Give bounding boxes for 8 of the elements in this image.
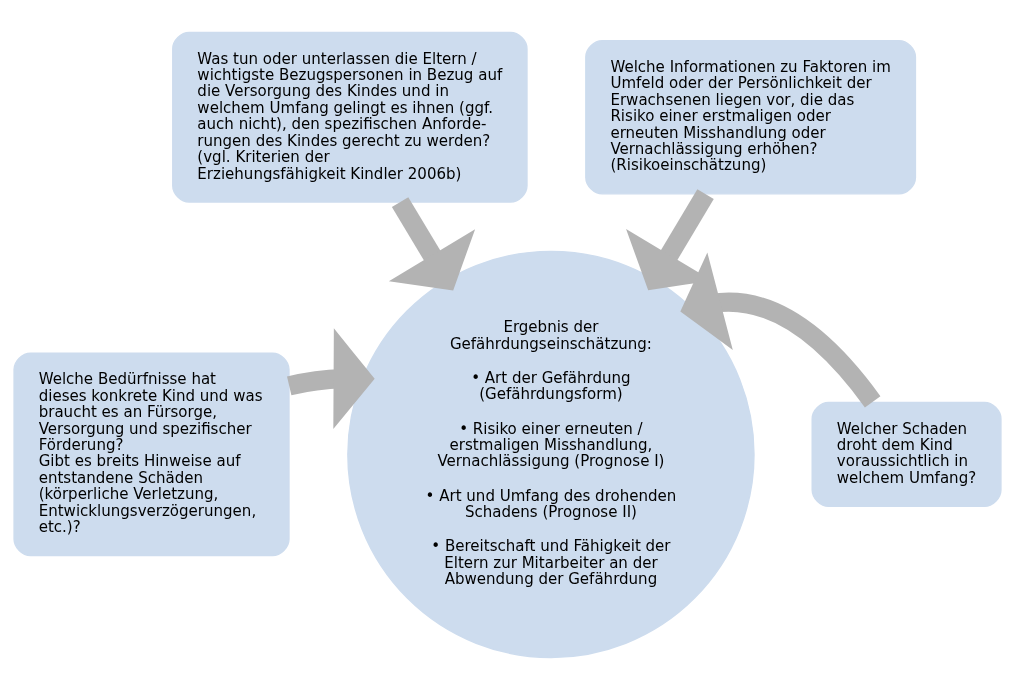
arrow [680,252,881,408]
arrow [626,188,714,290]
node-box: Welcher Schaden droht dem Kind voraussichtlich in welchem Umfang? [811,401,1002,507]
node-box: Welche Informationen zu Faktoren im Umfeld oder der Persönlichkeit der Erwachsenen liegen vor, die das Risiko einer erstmaligen oder erneuten Misshandlung oder Vernachlässigung erhöhen? (Risikoeinschätzung) [585,39,917,195]
arrow [287,327,375,429]
node-box: Welche Bedürfnisse hat dieses konkrete Kind und was braucht es an Fürsorge, Versorgung und spezifischer Förderung? Gibt es breits Hinweise auf entstandene Schäden (körperliche Verletzung, Entwicklungsverzögerungen, etc.)? [13,352,290,556]
node-box: Was tun oder unterlassen die Eltern / wichtigste Bezugspersonen in Bezug auf die Versorgung des Kindes und in welchem Umfang gelingt es ihnen (ggf. auch nicht), den spezifischen Anforde- rungen des Kindes gerecht zu werden? (vgl. Kriterien der Erziehungsfähigkeit Kindler 2006b) [172,31,528,203]
arrow [388,196,476,290]
